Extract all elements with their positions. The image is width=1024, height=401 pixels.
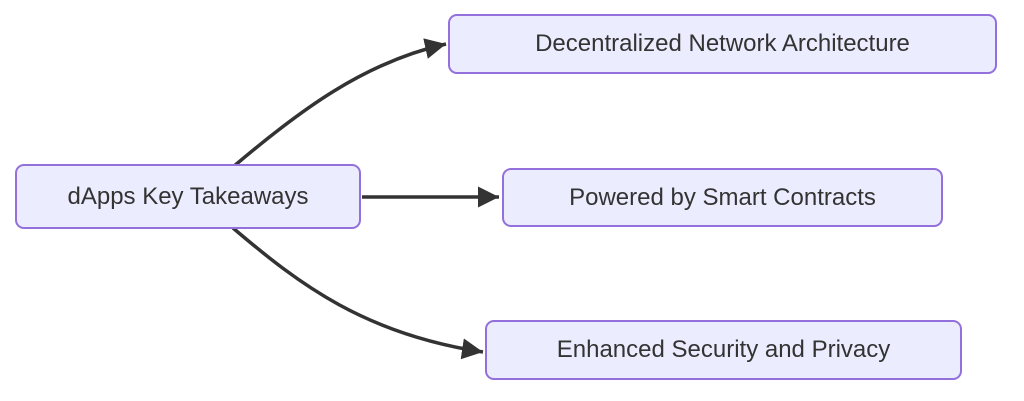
node-dapps-key-takeaways: dApps Key Takeaways bbox=[15, 164, 361, 229]
node-powered-by-smart-contracts: Powered by Smart Contracts bbox=[502, 168, 943, 227]
node-decentralized-network-architecture: Decentralized Network Architecture bbox=[448, 14, 997, 74]
edge-root-to-security bbox=[231, 226, 484, 360]
edge-root-to-architecture bbox=[231, 38, 447, 169]
node-enhanced-security-and-privacy: Enhanced Security and Privacy bbox=[485, 320, 962, 380]
